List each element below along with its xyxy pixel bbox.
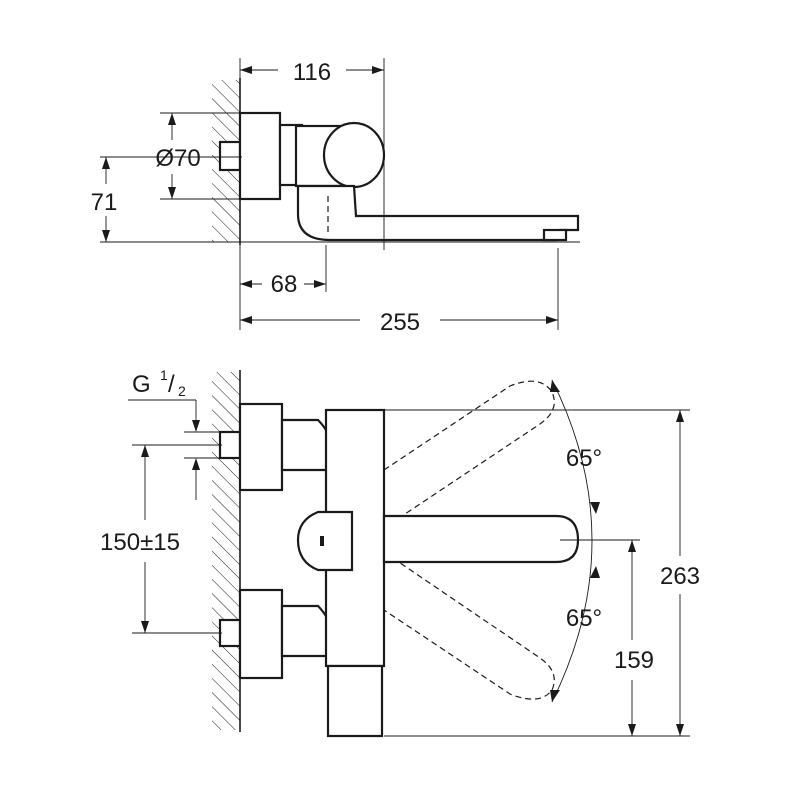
arc-arrow-mid-down [590,566,600,578]
dim-159: 159 [384,540,690,737]
wall-flange [238,111,282,201]
handle-knob [322,121,386,189]
bottom-view: 65° 65° G 1 / 2 150±15 [100,367,700,738]
lever-ghost-lower [383,551,555,700]
dim-diameter-70: Ø70 [155,112,244,200]
inlet-stub-lower [218,618,242,648]
dim-diameter-label: Ø70 [155,145,200,172]
dim-68: 68 [239,245,327,330]
flange-upper [238,402,284,492]
dim-68-label: 68 [271,271,298,298]
flange-lower [238,588,284,680]
body-bottom-block [326,664,384,738]
spout-outlet [542,228,568,242]
dim-116: 116 [239,58,385,250]
dim-116-label: 116 [293,59,331,86]
thread-denominator: 2 [178,383,186,399]
dim-150-label: 150±15 [100,529,180,556]
inlet-stub-upper [218,430,242,460]
dim-263-label: 263 [660,563,700,590]
wall-hatch-bottom [212,372,240,730]
middle-boss-mark [320,536,324,546]
connector-upper [280,418,334,472]
diameter-value: 70 [174,145,201,172]
dim-71-label: 71 [91,189,118,216]
dim-150: 150±15 [100,444,222,634]
inlet-stub-top [218,140,242,172]
angle-lower-label: 65° [566,605,602,632]
dim-255-label: 255 [380,309,420,336]
arc-arrow-top [550,380,560,392]
spout-base [296,184,580,242]
dim-263: 263 [384,409,700,736]
dim-255: 255 [240,248,559,336]
swing-arc [551,379,593,703]
lever-ghost-upper [383,380,555,529]
top-view: 116 Ø70 71 68 [91,58,580,336]
angle-upper-label: 65° [566,445,602,472]
arc-arrow-mid-up [590,502,600,514]
dim-71: 71 [91,157,580,243]
thread-slash: / [168,371,175,398]
connector-lower [280,604,334,658]
middle-boss [296,510,354,572]
thread-label: G 1 / 2 [128,367,220,500]
thread-numerator: 1 [160,367,168,383]
dim-159-label: 159 [614,647,654,674]
thread-prefix: G [132,371,151,398]
diameter-symbol: Ø [155,145,174,172]
arc-arrow-bottom [550,690,560,702]
lever-horizontal [382,514,580,564]
